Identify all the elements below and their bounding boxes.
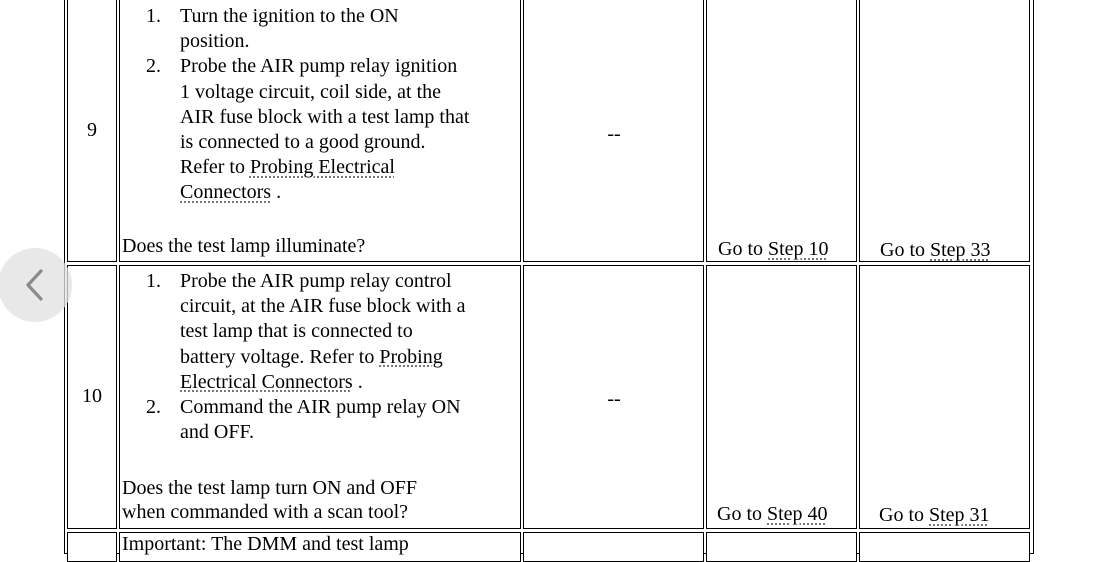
probing-connectors-link[interactable]: Connectors [180,181,272,204]
go-to-text: Go to [718,238,768,260]
action-line: Refer to [180,156,250,179]
action-line: is connected to a good ground. [180,131,426,154]
value-cell [523,265,704,529]
step-number: 9 [87,119,97,141]
action-line: Command the AIR pump relay ON [180,396,461,419]
document-page: 9 1. Turn the ignition to the ON positio… [0,0,1034,562]
previous-page-button[interactable] [0,248,72,322]
list-number: 1. [146,5,161,27]
chevron-left-icon [26,269,43,301]
list-item: 2. Probe the AIR pump relay ignition 1 v… [122,54,518,205]
link-suffix: . [352,370,363,393]
action-line: position. [180,30,250,53]
list-item: 2. Command the AIR pump relay ON and OFF… [122,395,518,445]
step-link[interactable]: Step 10 [768,238,829,260]
no-cell [859,265,1030,529]
probing-connectors-link[interactable]: Probing [379,345,443,368]
action-list: 1. Turn the ignition to the ON position.… [122,4,518,206]
go-to-text: Go to [717,503,767,525]
action-cell [119,265,521,529]
go-to-text: Go to [880,239,930,261]
step-number: 10 [82,385,102,407]
step-cell [67,532,117,562]
question-line: Does the test lamp turn ON and OFF [122,477,417,499]
action-line: Probe the AIR pump relay control [180,270,452,292]
go-to-text: Go to [879,504,929,526]
no-cell [859,0,1030,262]
step-link[interactable]: Step 33 [930,239,991,261]
question-line: when commanded with a scan tool? [122,501,409,523]
no-action: Go to Step 31 [879,503,990,527]
action-cell [119,0,521,262]
cut-off-row-text: Important: The DMM and test lamp [122,533,409,555]
action-line: Turn the ignition to the ON [180,5,399,27]
action-line: 1 voltage circuit, coil side, at the [180,80,442,103]
list-item: 1. Probe the AIR pump relay control circ… [122,269,518,395]
yes-action: Go to Step 40 [717,502,828,526]
probing-connectors-link[interactable]: Probing Electrical [249,156,395,179]
action-line: battery voltage. Refer to [180,345,380,368]
yes-action: Go to Step 10 [718,237,829,261]
yes-cell [706,265,857,529]
step-link[interactable]: Step 40 [767,503,828,525]
list-item: 1. Turn the ignition to the ON position. [122,4,518,54]
action-line: test lamp that is connected to [180,320,413,343]
yes-cell [706,532,857,562]
value-text: -- [607,388,621,410]
yes-cell [706,0,857,262]
action-line: and OFF. [180,421,254,444]
action-line: circuit, at the AIR fuse block with a [180,295,466,318]
action-line: AIR fuse block with a test lamp that [180,105,470,128]
value-cell [523,532,704,562]
step-cell [67,265,117,529]
action-line: Probe the AIR pump relay ignition [180,55,458,78]
step-cell [67,0,117,262]
link-suffix: . [271,181,282,204]
value-text: -- [607,123,621,145]
probing-connectors-link[interactable]: Electrical Connectors [180,370,353,393]
value-cell [523,0,704,262]
list-number: 2. [146,396,161,419]
action-list: 1. Probe the AIR pump relay control circ… [122,269,518,445]
step-link[interactable]: Step 31 [929,504,990,526]
question-line: Does the test lamp illuminate? [122,235,366,257]
no-cell [859,532,1030,562]
list-number: 1. [146,270,161,292]
no-action: Go to Step 33 [880,238,991,262]
list-number: 2. [146,55,161,78]
question-text: Does the test lamp illuminate? [122,234,365,258]
question-text: Does the test lamp turn ON and OFF when … [122,476,417,524]
